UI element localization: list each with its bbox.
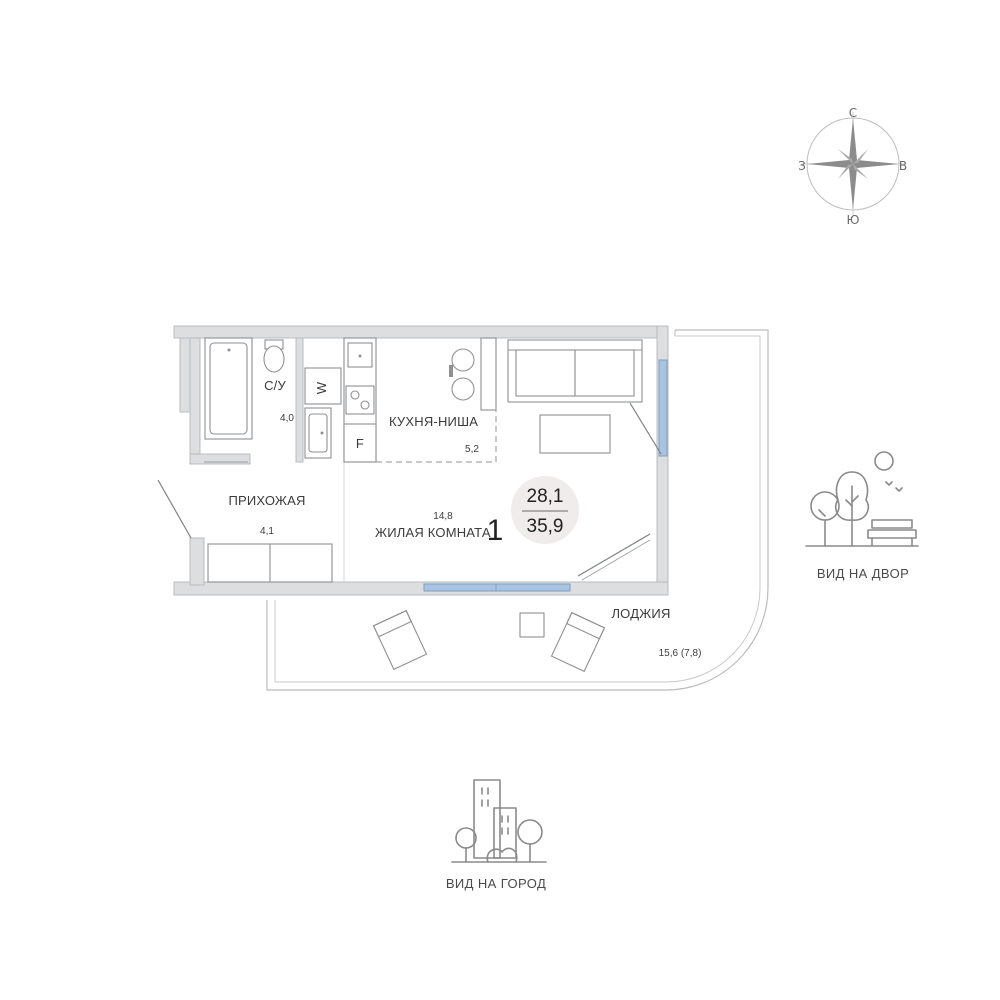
living-area: 14,8 — [433, 511, 453, 522]
kitchen-name: КУХНЯ-НИША — [389, 414, 478, 429]
entrance-door — [157, 479, 192, 539]
loggia-outline — [266, 329, 769, 691]
yard-view-label: ВИД НА ДВОР — [817, 566, 909, 581]
doors — [157, 402, 662, 581]
compass-south-label: Ю — [847, 213, 860, 227]
living-area-total: 28,1 — [527, 486, 564, 507]
rooms-count: 1 — [487, 514, 504, 547]
window-south-left — [423, 583, 497, 592]
room-labels: С/У 4,0 W F КУХНЯ-НИША 5,2 ПРИХОЖАЯ 4,1 … — [228, 378, 701, 659]
washer-box — [304, 367, 342, 405]
compass-west-label: З — [798, 159, 806, 173]
balcony-door-east — [629, 402, 662, 455]
city-view-label: ВИД НА ГОРОД — [446, 876, 546, 891]
toilet-bowl — [263, 345, 285, 373]
coffee-table — [539, 414, 611, 454]
living-name: ЖИЛАЯ КОМНАТА — [375, 525, 491, 540]
lounge-chair-right — [550, 611, 606, 673]
compass-north-label: С — [849, 106, 857, 120]
bathroom-area: 4,0 — [280, 413, 294, 424]
window-east — [658, 359, 668, 457]
walls — [173, 325, 669, 596]
compass-rose: С В Ю З — [798, 106, 907, 227]
loggia-table — [519, 612, 545, 638]
loggia-area: 15,6 (7,8) — [659, 648, 702, 659]
lounge-chair-left — [372, 609, 428, 671]
washer-label: W — [314, 381, 329, 394]
cooktop — [345, 385, 375, 415]
living-furniture — [207, 339, 643, 583]
fridge-label: F — [356, 436, 364, 451]
bathroom-name: С/У — [264, 378, 286, 393]
kitchen-sink — [347, 342, 373, 368]
hallway-name: ПРИХОЖАЯ — [228, 493, 305, 508]
total-area: 35,9 — [527, 516, 564, 537]
balcony-door-south — [577, 533, 651, 577]
loggia-name: ЛОДЖИЯ — [611, 606, 670, 621]
yard-view-icon: ВИД НА ДВОР — [805, 451, 919, 581]
bathroom-fixtures — [204, 337, 342, 459]
bar-counter — [480, 337, 497, 411]
hallway-area: 4,1 — [260, 526, 274, 537]
city-view-icon: ВИД НА ГОРОД — [446, 779, 547, 891]
fridge-box — [343, 423, 377, 463]
compass-east-label: В — [899, 159, 907, 173]
bar-stool-top — [451, 348, 475, 372]
area-badge-circle — [511, 476, 579, 544]
window-south-right — [495, 583, 571, 592]
area-badge: 1 28,1 35,9 — [487, 476, 579, 547]
bar-stool-bottom — [451, 377, 475, 401]
kitchen-area: 5,2 — [465, 444, 479, 455]
bathtub — [204, 337, 253, 440]
kitchen-fixtures — [343, 337, 497, 463]
